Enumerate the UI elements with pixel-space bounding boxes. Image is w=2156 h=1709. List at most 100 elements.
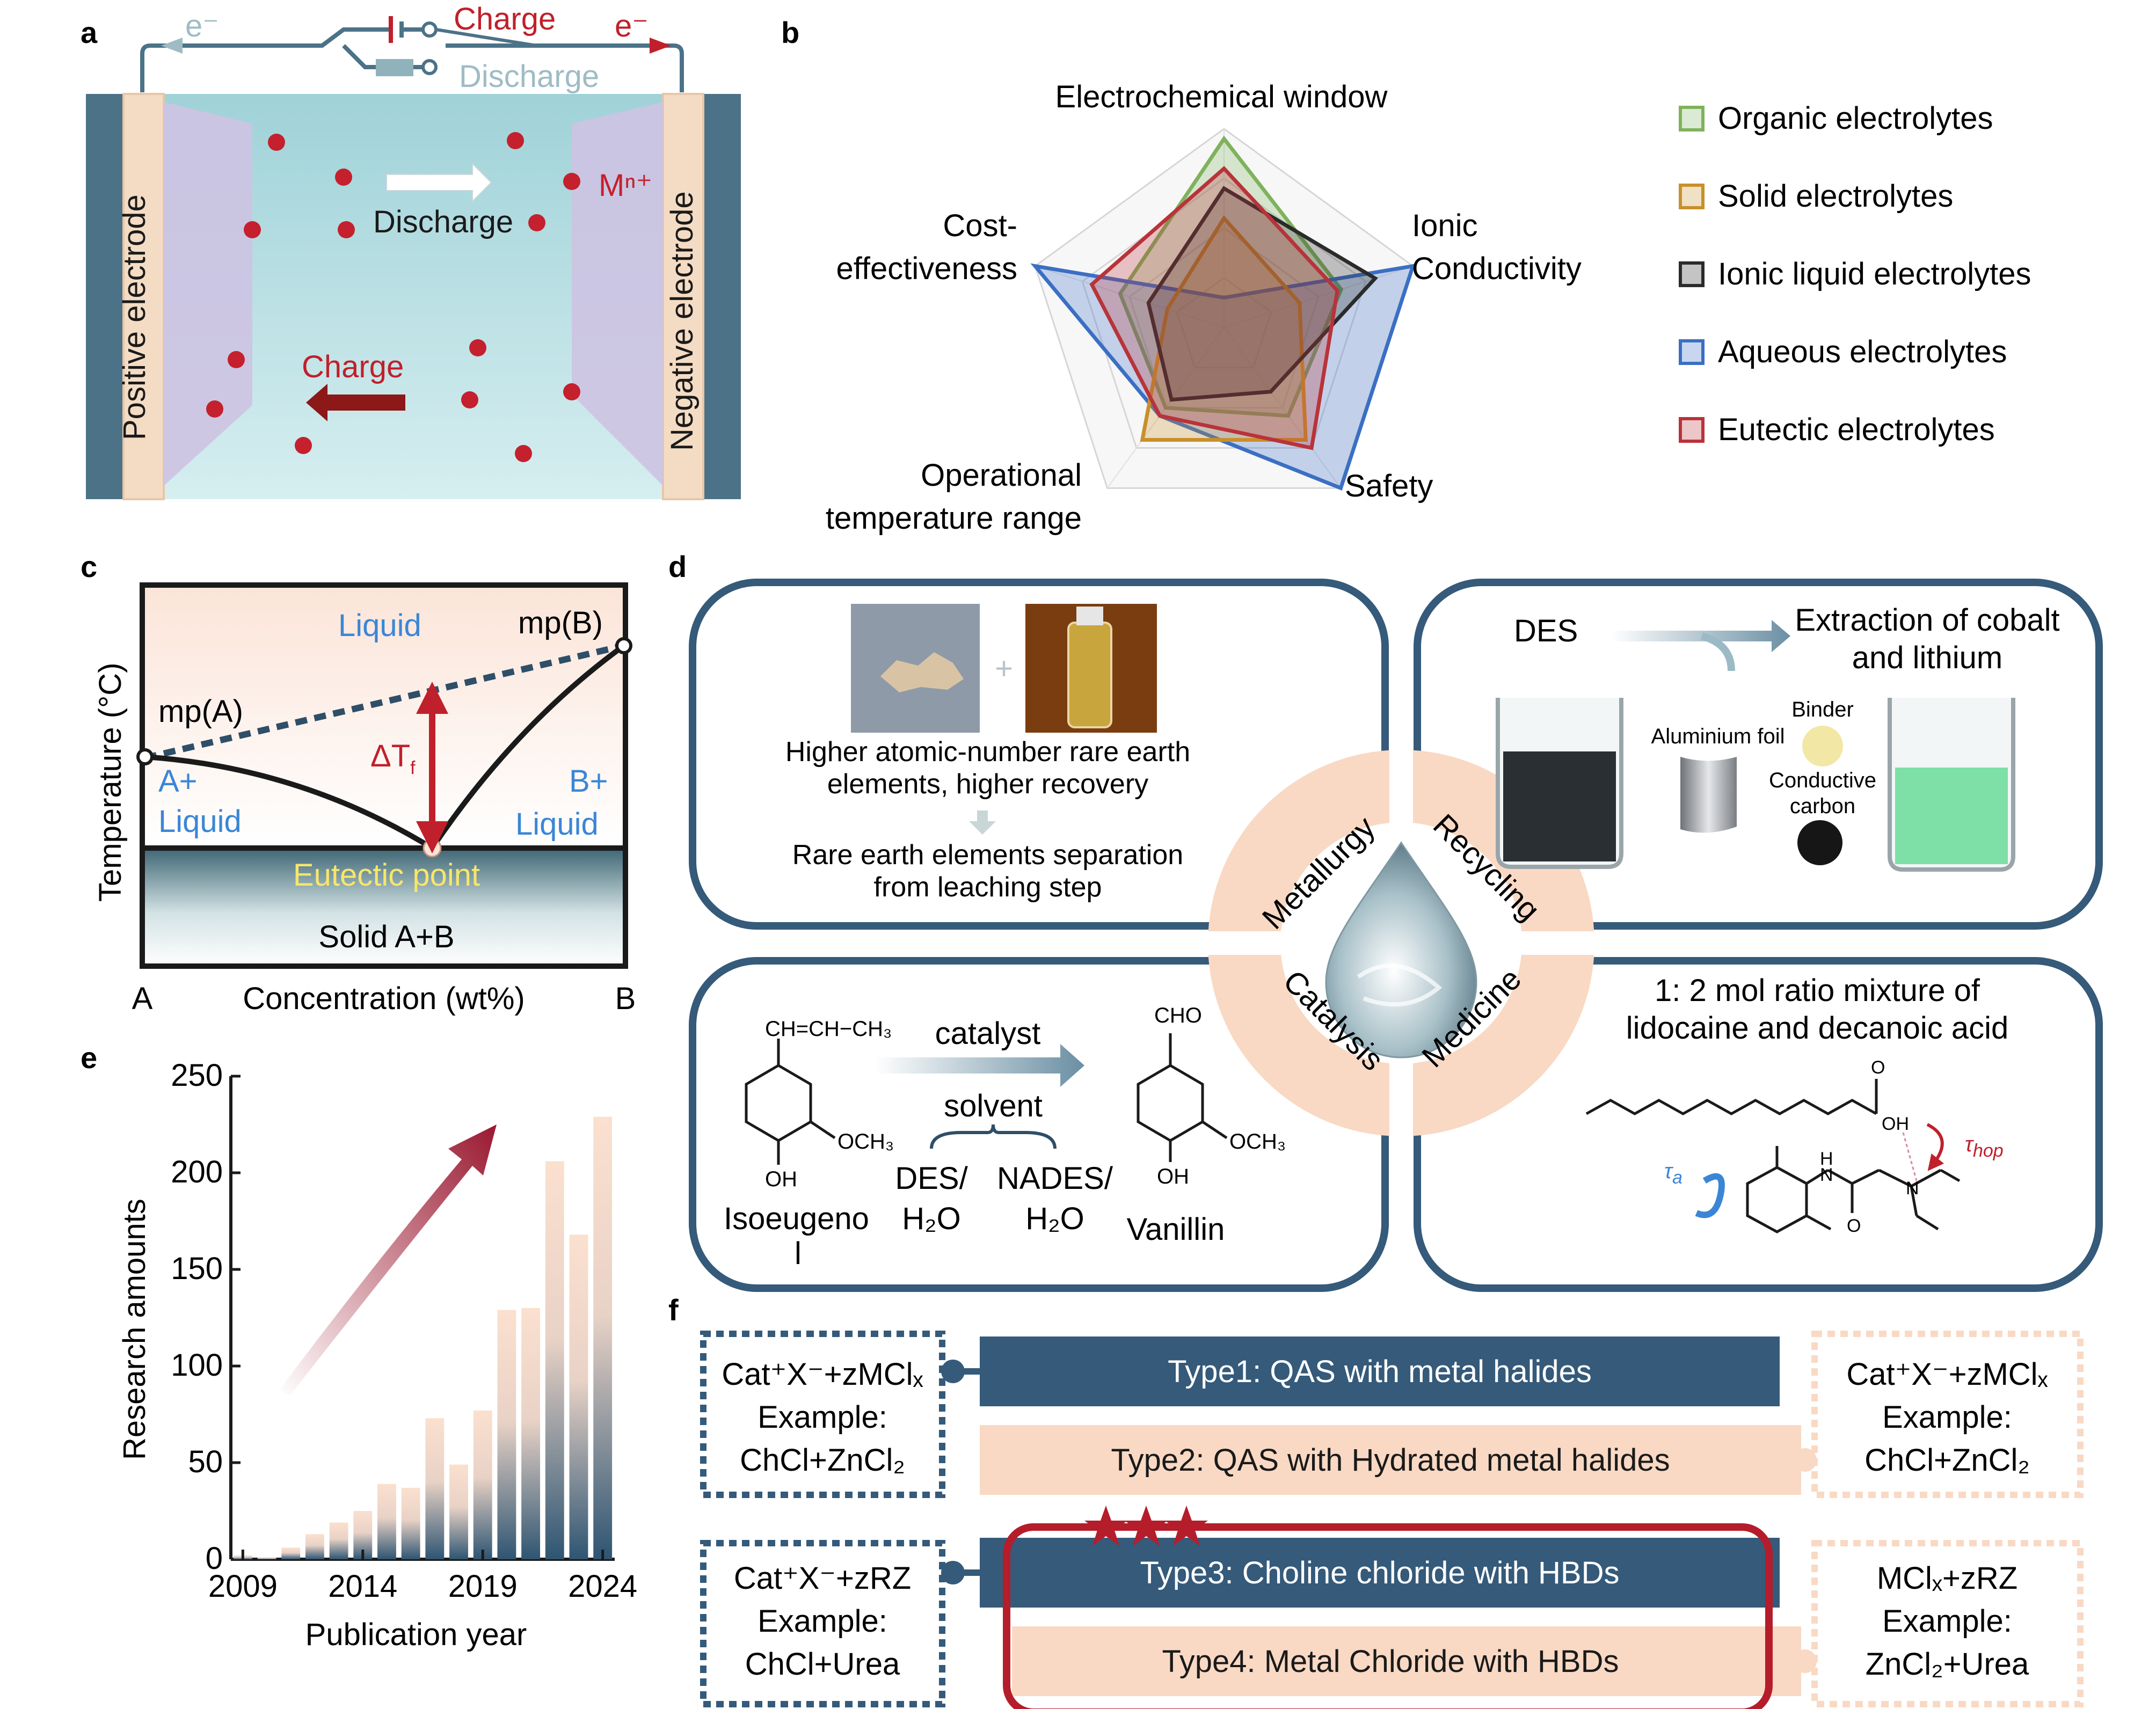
x-axis-left-label: A (132, 981, 153, 1016)
tau-a-rotation-icon (1695, 1173, 1725, 1218)
box2-line-2: Example: (1882, 1400, 2012, 1435)
growth-trend-arrow-icon (279, 1124, 497, 1396)
vanillin-label: Vanillin (1127, 1212, 1225, 1247)
melting-point-a-marker (136, 748, 154, 765)
mp-b-label: mp(B) (518, 605, 603, 640)
star-icon (1125, 1506, 1168, 1546)
ion (461, 391, 478, 408)
connector-dot (1793, 1649, 1817, 1673)
axis-label-electrochemical-window: Electrochemical window (1055, 79, 1388, 114)
type1-bar (980, 1336, 1780, 1406)
carbon-label-1: Conductive (1769, 769, 1876, 792)
y-tick-label: 250 (171, 1058, 223, 1093)
diagram-frame (140, 582, 628, 969)
radar-grid-ring (1081, 177, 1367, 449)
positive-electrode-label: Positive electrode (117, 194, 152, 440)
extraction-arrow-icon (1611, 620, 1790, 652)
type4-bar (1012, 1626, 1801, 1696)
x-tick-label: 2009 (208, 1569, 278, 1604)
ion (563, 383, 580, 400)
bar-2023 (569, 1235, 588, 1559)
ion (295, 437, 312, 454)
stars (1084, 1506, 1208, 1546)
type1-label: Type1: QAS with metal halides (1168, 1354, 1592, 1389)
connector-dot (941, 1561, 965, 1584)
panel-a-battery: e⁻ e⁻ Charge Discharge Mⁿ⁺ Discharge Cha… (86, 2, 741, 500)
solvent-label: solvent (944, 1089, 1043, 1123)
box1-line-3: ChCl+ZnCl₂ (740, 1443, 905, 1478)
b-liquid-label-2: Liquid (515, 807, 599, 842)
radar-spoke (1223, 327, 1342, 488)
axis-label-conductivity: Conductivity (1412, 251, 1582, 286)
ion (338, 221, 355, 238)
bar-2024 (593, 1116, 613, 1559)
liquid-label: Liquid (338, 608, 421, 643)
liquid-region (142, 585, 625, 848)
axis-label-ionic: Ionic (1412, 208, 1478, 243)
medicine-line-2: lidocaine and decanoic acid (1626, 1011, 2009, 1046)
type4-label: Type4: Metal Chloride with HBDs (1162, 1644, 1619, 1679)
amide-o-label: O (1847, 1216, 1861, 1236)
circuit-wire-right (446, 43, 684, 92)
amide-h-label: H (1820, 1149, 1833, 1169)
legend-swatch (1679, 339, 1705, 365)
metallurgy-line-1: Higher atomic-number rare earth (785, 736, 1190, 768)
x-tick-label: 2024 (568, 1569, 637, 1604)
isoeugenol-structure (745, 1039, 836, 1165)
highlight-outline (1003, 1523, 1773, 1709)
y-axis-label: Temperature (°C) (93, 663, 128, 902)
nades-water-label: H₂O (1025, 1201, 1084, 1236)
bar-2012 (305, 1534, 324, 1559)
x-axis-right-label: B (615, 981, 636, 1016)
panel-b-labels: Electrochemical window Ionic Conductivit… (826, 79, 1582, 536)
legend-swatch (1679, 184, 1705, 209)
x-axis-label: Concentration (wt%) (243, 981, 525, 1016)
binder-icon (1802, 726, 1843, 766)
radar-grid-ring (1176, 276, 1272, 369)
extraction-line-2: and lithium (1852, 640, 2002, 675)
e-y-axis-label: Research amounts (117, 1199, 152, 1460)
type3-example-box (700, 1540, 945, 1707)
radar-spoke (1035, 265, 1225, 328)
positive-collector (86, 94, 123, 499)
electron-label-right: e⁻ (615, 9, 649, 43)
aluminium-foil-icon (1680, 757, 1737, 833)
bar-2013 (329, 1522, 348, 1559)
x-tick-label: 2019 (448, 1569, 518, 1604)
ion (244, 221, 261, 238)
box2-line-3: ChCl+ZnCl₂ (1864, 1443, 2030, 1478)
type2-example-box (1811, 1331, 2084, 1498)
metallurgy-line-4: from leaching step (874, 872, 1102, 903)
discharge-arrow-label: Discharge (373, 205, 513, 239)
y-tick-label: 50 (188, 1444, 223, 1479)
ions (206, 132, 580, 462)
panel-c-phase-diagram: Liquid mp(B) mp(A) ΔTf A+ Liquid B+ Liqu… (93, 582, 636, 1016)
y-tick-label: 150 (171, 1251, 223, 1286)
liquidus-curve-b (429, 643, 625, 850)
ion (268, 134, 285, 151)
legend-swatch (1679, 417, 1705, 443)
tau-a-label: τa (1664, 1159, 1682, 1188)
radar-series-ionic-liquid-electrolytes (1146, 186, 1379, 402)
radar-series-organic-electrolytes (1118, 135, 1344, 418)
bar-2010 (257, 1557, 276, 1559)
ion (563, 173, 580, 190)
droplet-icon (1325, 841, 1477, 1058)
legend-label: Aqueous electrolytes (1718, 334, 2007, 369)
electron-arrow-left-icon (161, 38, 183, 54)
circuit-wire-left (140, 27, 376, 92)
bar-2017 (425, 1418, 445, 1559)
legend-label: Solid electrolytes (1718, 179, 1953, 214)
discharge-circuit-label: Discharge (459, 59, 599, 94)
liquidus-curve-a (144, 754, 434, 851)
box4-line-2: Example: (1882, 1604, 2012, 1639)
binder-label: Binder (1791, 698, 1854, 721)
panel-label-d: d (668, 550, 687, 583)
acid-oh-label: OH (1882, 1114, 1909, 1134)
legend-label: Organic electrolytes (1718, 101, 1993, 136)
panel-label-e: e (81, 1041, 97, 1075)
eutectic-point-label: Eutectic point (293, 858, 480, 893)
electron-arrow-right-icon (650, 38, 671, 54)
